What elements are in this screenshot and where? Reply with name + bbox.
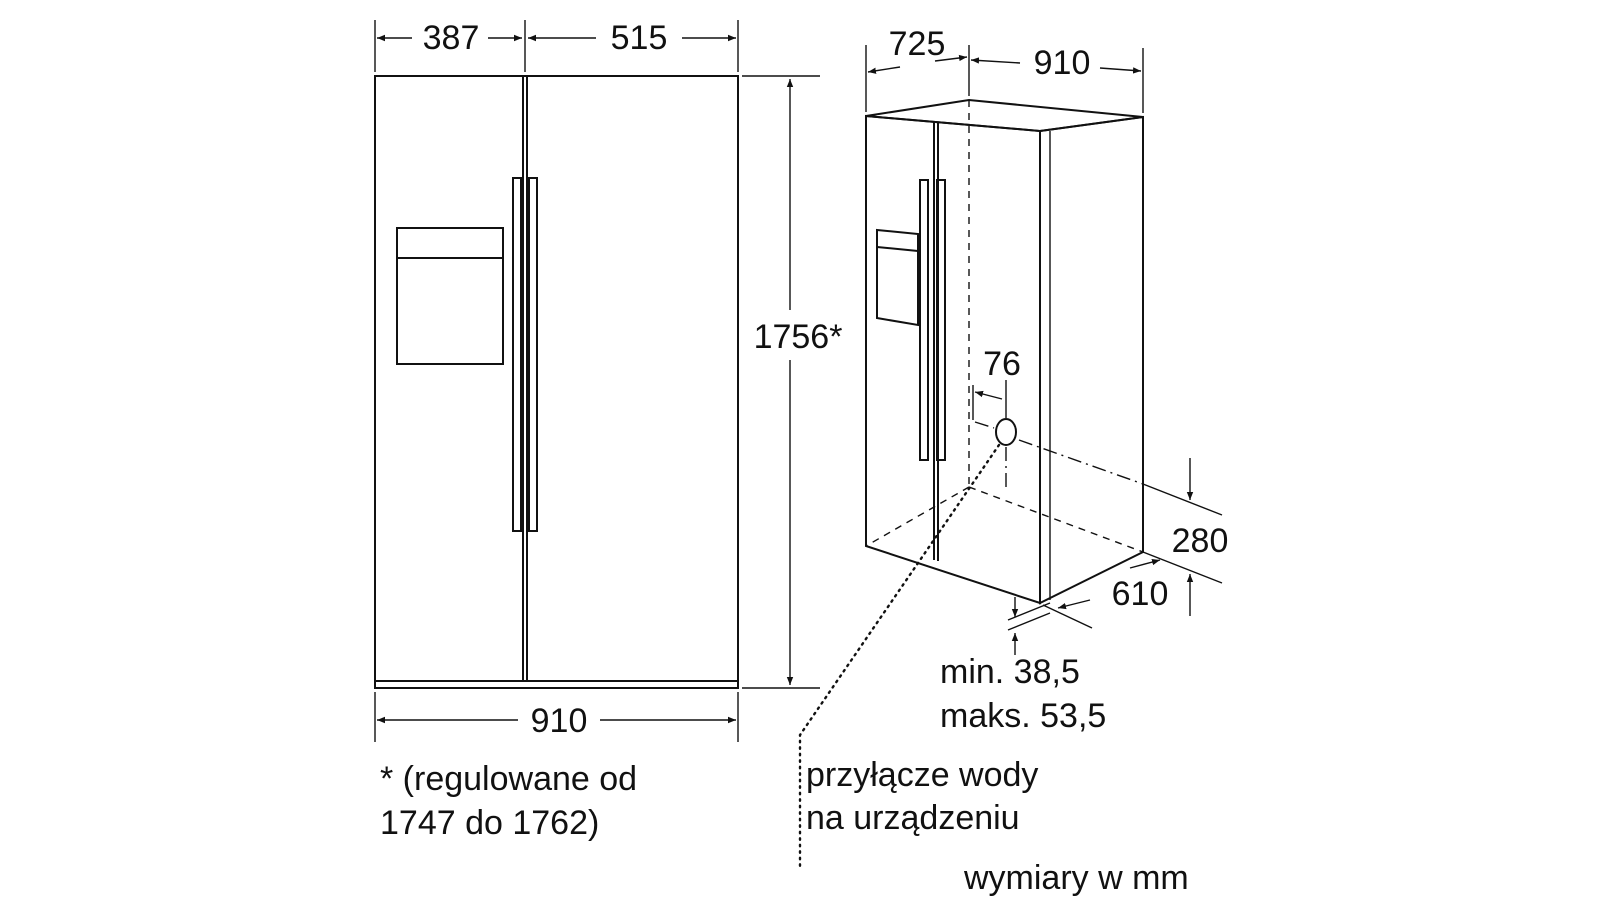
left-door-handle [512,177,522,532]
iso-water-dispenser [876,228,919,327]
water-note-line-1: przyłącze wody [806,756,1038,794]
front-view: 387 515 1756* 910 [374,19,843,742]
hidden-back-bottom-right [968,486,1144,553]
units-note: wymiary w mm [963,859,1189,897]
dim-water-offset: 76 [983,345,1021,383]
footnote-line-1: * (regulowane od [380,760,637,798]
gap-max-label: maks. 53,5 [940,697,1106,735]
ext-gap-top [1007,602,1051,621]
ext-280-bottom [1142,551,1223,584]
water-connection-point [995,418,1017,446]
dim-76-arrow [974,390,1003,400]
dim-610-arrow [1057,599,1091,610]
dim-725-arrow-left [867,66,901,74]
dim-910-arrow-right [1099,67,1142,74]
dim-iso-width: 910 [1034,44,1091,82]
ext-280-top [1142,483,1223,516]
water-note-leader [798,443,1001,870]
dim-total-width: 910 [531,702,588,740]
water-dispenser [396,227,504,365]
gap-min-label: min. 38,5 [940,653,1080,691]
hidden-back-bottom-left [865,486,970,547]
fridge-front-outline [374,75,739,689]
footnote-line-2: 1747 do 1762) [380,804,599,842]
dim-left-door-width: 387 [423,19,480,57]
dim-water-height: 280 [1172,522,1229,560]
dim-725-arrow-right [934,54,968,62]
iso-dispenser-line [876,246,919,252]
ext-610-front [1042,604,1093,629]
iso-right-handle [936,179,946,461]
dim-water-depth: 610 [1112,575,1169,613]
dim-height: 1756* [754,318,843,356]
water-center-line-horizontal [1018,439,1144,485]
water-center-line-left [974,421,995,429]
dim-910-arrow-left [970,57,1021,64]
water-note-line-2: na urządzeniu [806,799,1020,837]
dim-iso-depth: 725 [889,25,946,63]
iso-left-handle [919,179,929,461]
right-door-handle [528,177,538,532]
dim-610-arrow-back [1129,558,1161,569]
iso-view: 76 725 910 280 610 min. 38,5 maks. 53,5 … [798,25,1229,870]
fridge-side-face [1039,115,1144,605]
ext-gap-bottom [1007,612,1051,631]
dim-right-door-width: 515 [611,19,668,57]
fridge-top-face [865,98,1144,133]
